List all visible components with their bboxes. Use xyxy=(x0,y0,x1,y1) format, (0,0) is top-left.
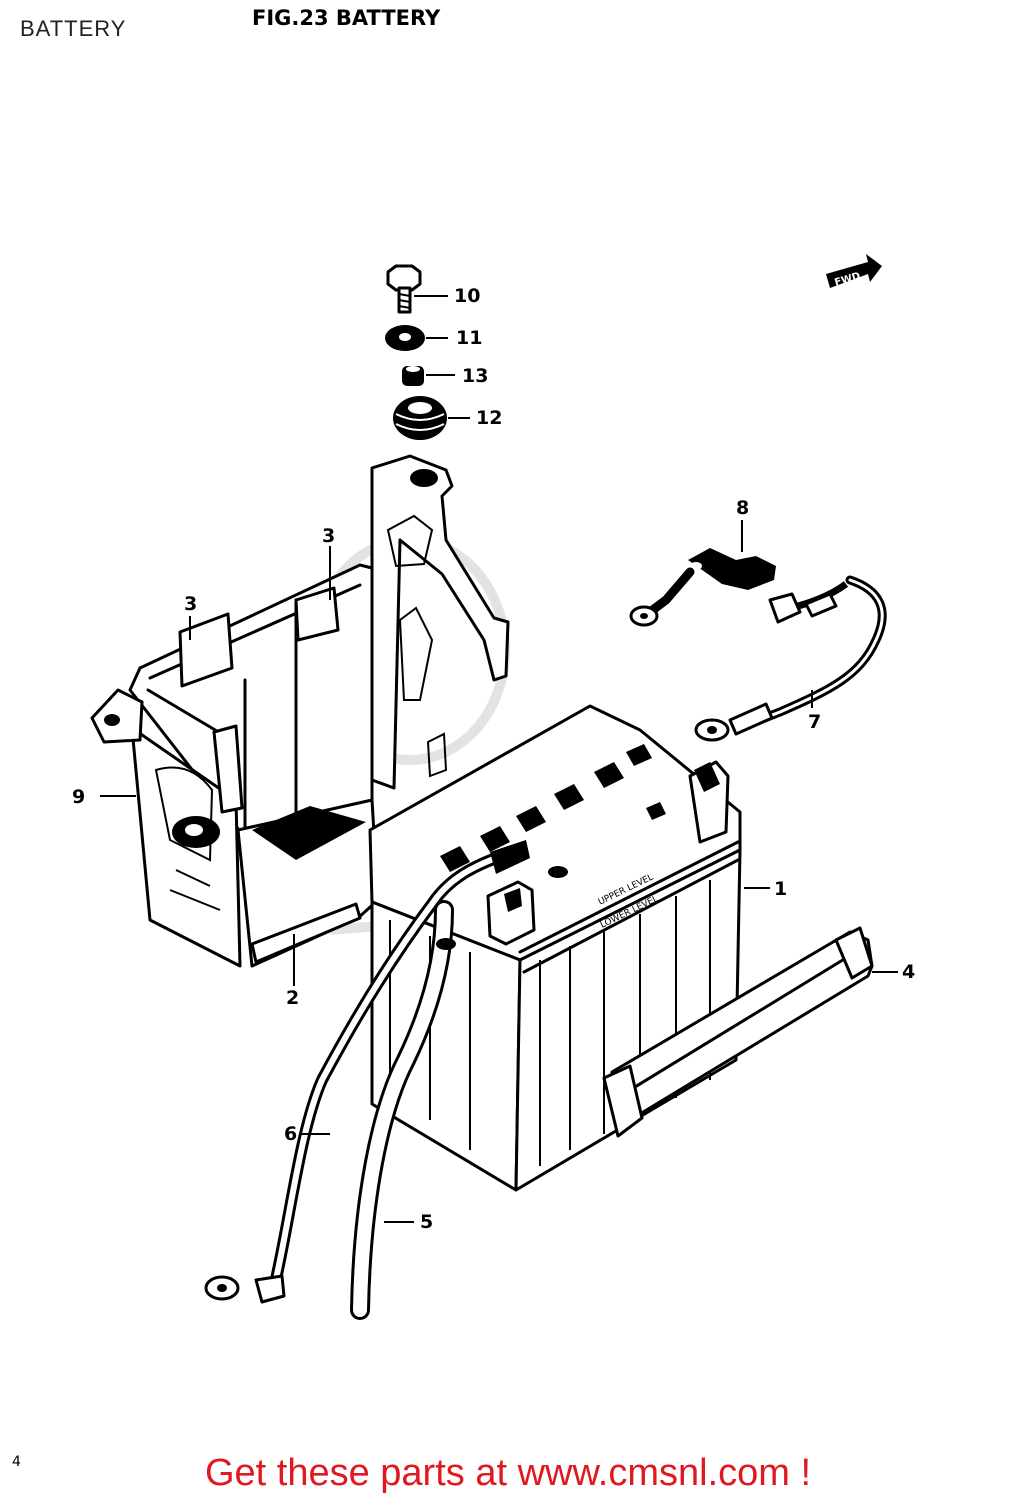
callout-9: 9 xyxy=(72,786,85,808)
callout-5: 5 xyxy=(420,1211,433,1233)
positive-lead-7 xyxy=(694,575,887,742)
callout-11: 11 xyxy=(456,327,482,349)
callout-6: 6 xyxy=(284,1123,297,1145)
battery-band-4 xyxy=(602,926,874,1138)
callout-4: 4 xyxy=(902,961,915,983)
callout-10: 10 xyxy=(454,285,480,307)
bolt-10 xyxy=(386,264,422,314)
figure-title: FIG.23 BATTERY xyxy=(252,6,441,30)
battery-holder-9 xyxy=(90,454,510,968)
callout-2: 2 xyxy=(286,987,299,1009)
callout-12: 12 xyxy=(476,407,502,429)
cell-caps xyxy=(440,744,652,872)
collar-13 xyxy=(402,366,424,386)
terminal-cap-8 xyxy=(629,548,776,627)
fwd-arrow-icon: FWD xyxy=(826,254,882,289)
breather-tube-5 xyxy=(350,900,456,1320)
callout-8: 8 xyxy=(736,497,749,519)
callout-13: 13 xyxy=(462,365,488,387)
footer-link[interactable]: Get these parts at www.cmsnl.com ! xyxy=(204,1452,812,1494)
callout-1: 1 xyxy=(774,878,787,900)
callout-3-left: 3 xyxy=(184,593,197,615)
page-label: BATTERY xyxy=(20,16,127,41)
page-corner-mark: 4 xyxy=(12,1454,21,1470)
callout-7: 7 xyxy=(808,711,821,733)
grommet-12 xyxy=(393,396,447,440)
battery-1: UPPER LEVEL LOWER LEVEL xyxy=(368,704,742,1192)
callout-3-right: 3 xyxy=(322,525,335,547)
negative-lead-6 xyxy=(204,840,530,1304)
washer-11 xyxy=(385,325,425,351)
